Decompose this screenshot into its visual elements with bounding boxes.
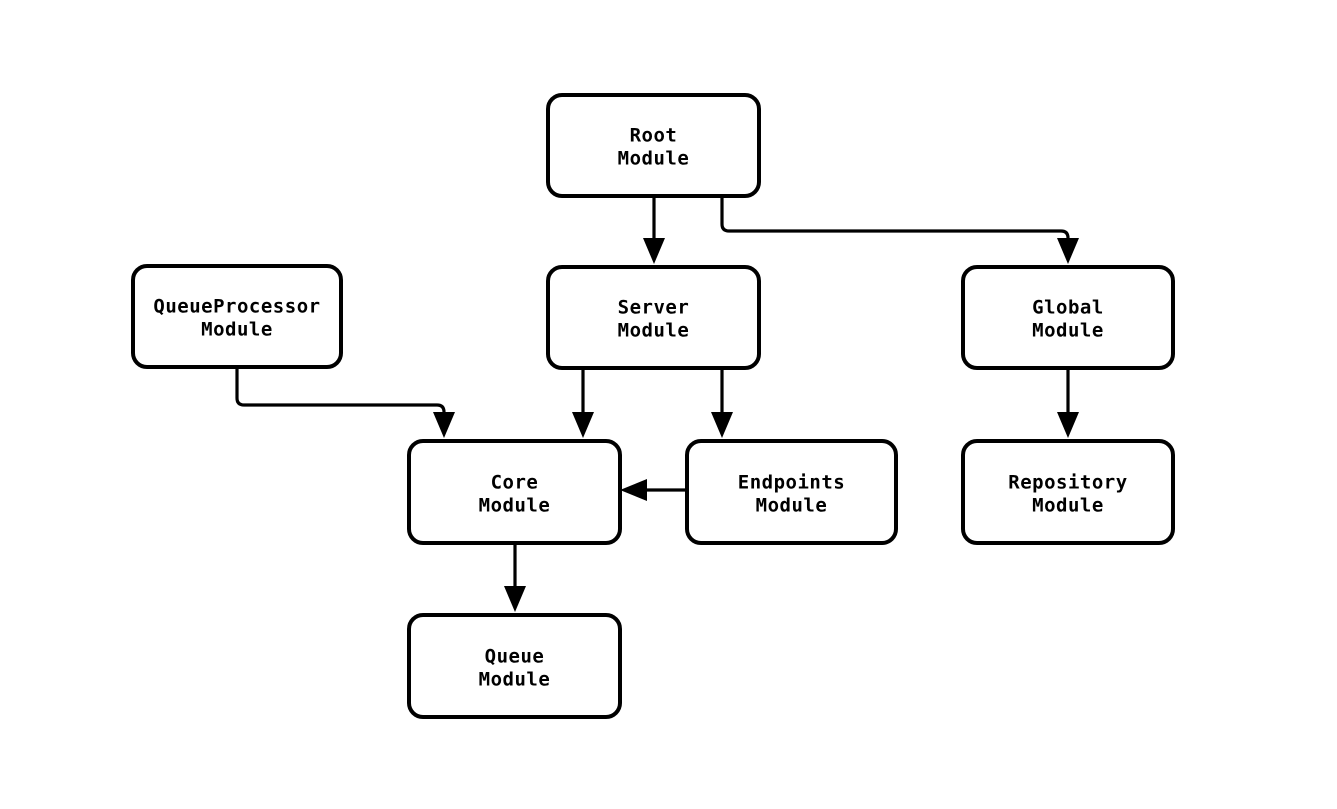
node-global-module[interactable]: Global Module xyxy=(961,265,1175,370)
node-repository-module-label-line2: Module xyxy=(1032,495,1104,517)
node-queue-module[interactable]: Queue Module xyxy=(407,613,622,719)
node-queueprocessor-module[interactable]: QueueProcessor Module xyxy=(131,264,343,369)
node-endpoints-module[interactable]: Endpoints Module xyxy=(685,439,898,545)
node-repository-module-label-line1: Repository xyxy=(1008,472,1127,494)
node-server-module-label-line2: Module xyxy=(618,320,690,342)
node-repository-module-box[interactable] xyxy=(961,439,1175,545)
edge-root-to-global-arrowhead xyxy=(1057,238,1079,264)
edge-core-to-queue-arrowhead xyxy=(504,586,526,612)
edge-root-to-server-arrowhead xyxy=(643,238,665,264)
edge-server-to-endpoints xyxy=(711,368,733,438)
node-server-module-box[interactable] xyxy=(546,265,761,370)
node-queue-module-box[interactable] xyxy=(407,613,622,719)
node-queueprocessor-module-label-line1: QueueProcessor xyxy=(153,296,320,318)
edge-server-to-endpoints-arrowhead xyxy=(711,412,733,438)
node-server-module-label-line1: Server xyxy=(618,297,690,319)
edge-server-to-core-arrowhead xyxy=(572,412,594,438)
edge-queueprocessor-to-core-line xyxy=(235,367,446,419)
edge-endpoints-to-core xyxy=(620,479,687,501)
edge-server-to-core xyxy=(572,368,594,438)
node-core-module-box[interactable] xyxy=(407,439,622,545)
node-core-module-label-line2: Module xyxy=(479,495,551,517)
node-queueprocessor-module-box[interactable] xyxy=(131,264,343,369)
node-repository-module[interactable]: Repository Module xyxy=(961,439,1175,545)
node-global-module-label-line1: Global xyxy=(1032,297,1104,319)
edge-queueprocessor-to-core xyxy=(235,367,455,438)
edge-global-to-repository xyxy=(1057,368,1079,438)
edge-root-to-global xyxy=(720,196,1079,264)
edge-root-to-global-line xyxy=(720,196,1070,245)
edge-core-to-queue xyxy=(504,543,526,612)
node-queue-module-label-line1: Queue xyxy=(485,646,545,668)
node-root-module-box[interactable] xyxy=(546,93,761,198)
node-root-module-label-line2: Module xyxy=(618,148,690,170)
node-global-module-box[interactable] xyxy=(961,265,1175,370)
node-global-module-label-line2: Module xyxy=(1032,320,1104,342)
edge-endpoints-to-core-arrowhead xyxy=(620,479,647,501)
edge-root-to-server xyxy=(643,196,665,264)
node-core-module-label-line1: Core xyxy=(491,472,539,494)
node-layer: Root Module QueueProcessor Module Server… xyxy=(131,93,1175,719)
node-root-module[interactable]: Root Module xyxy=(546,93,761,198)
node-endpoints-module-label-line1: Endpoints xyxy=(738,472,845,494)
node-queue-module-label-line2: Module xyxy=(479,669,551,691)
node-endpoints-module-box[interactable] xyxy=(685,439,898,545)
node-core-module[interactable]: Core Module xyxy=(407,439,622,545)
edge-queueprocessor-to-core-arrowhead xyxy=(433,412,455,438)
edge-global-to-repository-arrowhead xyxy=(1057,412,1079,438)
node-server-module[interactable]: Server Module xyxy=(546,265,761,370)
node-queueprocessor-module-label-line2: Module xyxy=(201,319,273,341)
node-endpoints-module-label-line2: Module xyxy=(756,495,828,517)
edge-layer xyxy=(235,196,1079,612)
node-root-module-label-line1: Root xyxy=(630,125,678,147)
